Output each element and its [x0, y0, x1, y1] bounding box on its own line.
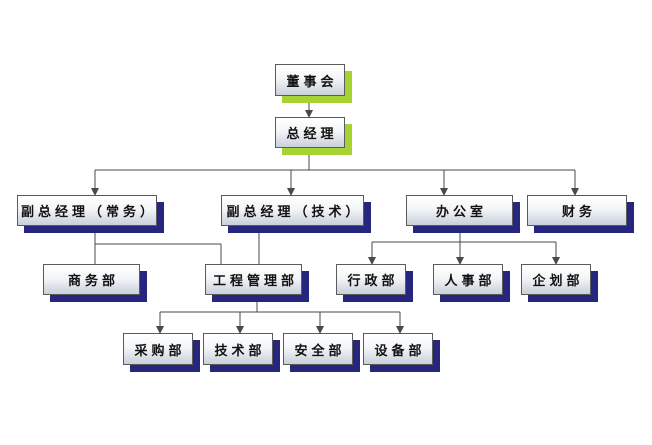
- node-planning-dept-label: 企划部: [532, 274, 584, 289]
- node-office: 办公室: [406, 195, 520, 233]
- node-commerce-dept: 商务部: [43, 264, 147, 302]
- node-vp-technology: 副总经理（技术）: [221, 195, 371, 233]
- node-technical-dept: 技术部: [203, 333, 280, 372]
- node-finance: 财务: [527, 195, 634, 233]
- node-procurement-dept-label: 采购部: [134, 343, 186, 359]
- node-hr-dept-label: 人事部: [444, 274, 496, 289]
- node-safety-dept: 安全部: [283, 333, 360, 372]
- node-vp-business: 副总经理（常务）: [17, 195, 164, 233]
- node-equipment-dept-label: 设备部: [374, 343, 426, 359]
- node-equipment-dept: 设备部: [363, 333, 440, 372]
- node-admin-dept: 行政部: [336, 264, 413, 302]
- node-commerce-dept-label: 商务部: [67, 274, 119, 289]
- node-board: 董事会: [275, 64, 352, 103]
- node-general-manager: 总经理: [275, 117, 352, 155]
- node-finance-label: 财务: [561, 205, 596, 220]
- node-general-manager-label: 总经理: [286, 127, 338, 142]
- node-hr-dept: 人事部: [433, 264, 510, 302]
- node-planning-dept: 企划部: [521, 264, 598, 302]
- node-board-label: 董事会: [286, 74, 338, 90]
- node-technical-dept-label: 技术部: [214, 343, 266, 359]
- node-vp-technology-label: 副总经理（技术）: [226, 205, 363, 220]
- node-office-label: 办公室: [435, 205, 487, 220]
- node-engineering-mgmt-dept: 工程管理部: [205, 264, 309, 302]
- node-engineering-mgmt-dept-label: 工程管理部: [212, 274, 298, 289]
- node-admin-dept-label: 行政部: [347, 274, 399, 289]
- node-safety-dept-label: 安全部: [294, 343, 346, 359]
- node-vp-business-label: 副总经理（常务）: [21, 205, 158, 220]
- node-procurement-dept: 采购部: [123, 333, 200, 372]
